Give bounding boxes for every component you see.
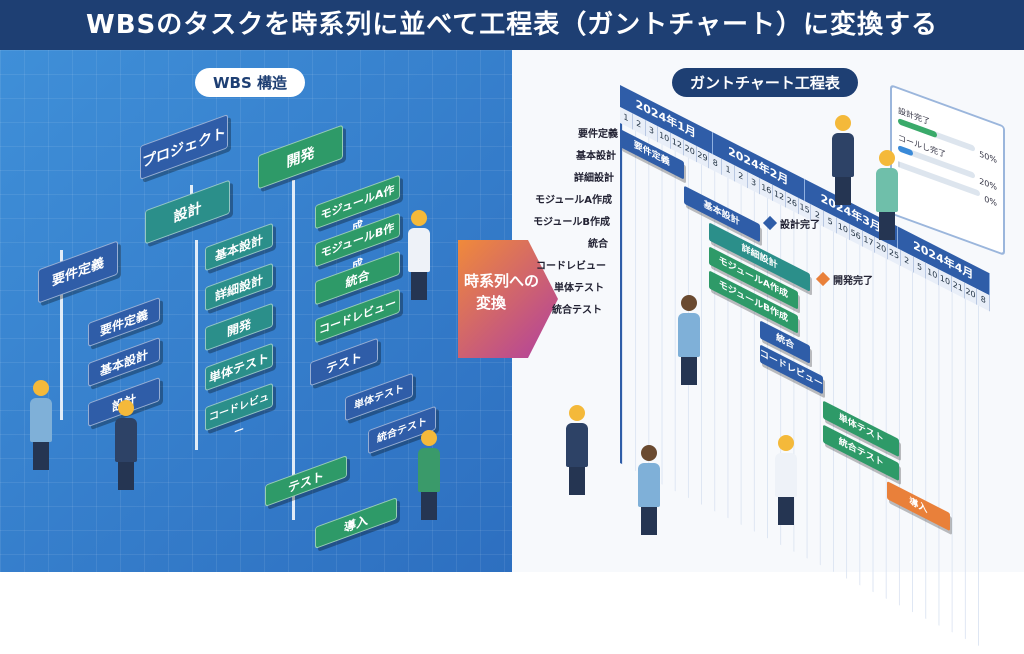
wbs-heading: WBS 構造 — [195, 68, 306, 97]
wbs-node: 導入 — [315, 497, 397, 549]
connector-line — [60, 250, 63, 420]
worker-figure — [678, 295, 700, 385]
wbs-panel: WBS 構造 プロジェクト 設計 開発 要件定義 要件定義 基本設計 設計 基本… — [0, 50, 512, 572]
wbs-node: コードレビュー — [205, 382, 273, 439]
gantt-heading: ガントチャート工程表 — [672, 68, 858, 97]
row-label: コードレビュー — [536, 261, 606, 272]
row-label: 基本設計 — [576, 151, 616, 162]
wbs-node: 開発 — [205, 302, 273, 352]
milestone-dev-complete: 開発完了 — [815, 271, 873, 287]
wbs-node-requirements: 要件定義 — [38, 240, 118, 304]
row-label: モジュールB作成 — [533, 217, 610, 228]
wbs-node: 単体テスト — [345, 372, 413, 422]
row-label: モジュールA作成 — [534, 195, 612, 206]
worker-figure — [832, 115, 854, 205]
wbs-node-project: プロジェクト — [140, 113, 228, 181]
worker-figure — [408, 210, 430, 300]
worker-figure — [876, 150, 898, 240]
page-title: WBSのタスクを時系列に並べて工程表（ガントチャート）に変換する — [0, 0, 1024, 50]
milestone-label: 開発完了 — [833, 276, 873, 287]
worker-figure — [638, 445, 660, 535]
worker-figure — [566, 405, 588, 495]
wbs-node: テスト — [265, 455, 347, 507]
wbs-node: 単体テスト — [205, 342, 273, 392]
wbs-node-design: 設計 — [145, 179, 230, 245]
milestone-diamond-icon — [762, 215, 778, 231]
row-label: 統合 — [588, 239, 608, 250]
progress-value: 0% — [984, 193, 997, 208]
worker-figure — [418, 430, 440, 520]
row-label: 統合テスト — [552, 305, 602, 316]
connector-line — [292, 180, 295, 520]
progress-fill — [898, 160, 900, 168]
milestone-design-complete: 設計完了 — [762, 215, 820, 231]
connector-line — [195, 240, 198, 450]
worker-figure — [30, 380, 52, 470]
milestone-diamond-icon — [815, 271, 831, 287]
arrow-label: 時系列への — [464, 272, 540, 290]
wbs-node-development: 開発 — [258, 124, 343, 190]
wbs-node: テスト — [310, 337, 378, 387]
wbs-node: 詳細設計 — [205, 262, 273, 312]
arrow-label: 変換 — [476, 294, 507, 312]
wbs-node: 基本設計 — [205, 222, 273, 272]
milestone-label: 設計完了 — [780, 220, 820, 231]
row-label: 要件定義 — [578, 129, 618, 140]
row-label: 単体テスト — [554, 283, 604, 294]
worker-figure — [775, 435, 797, 525]
row-label: 詳細設計 — [574, 173, 614, 184]
worker-figure — [115, 400, 137, 490]
